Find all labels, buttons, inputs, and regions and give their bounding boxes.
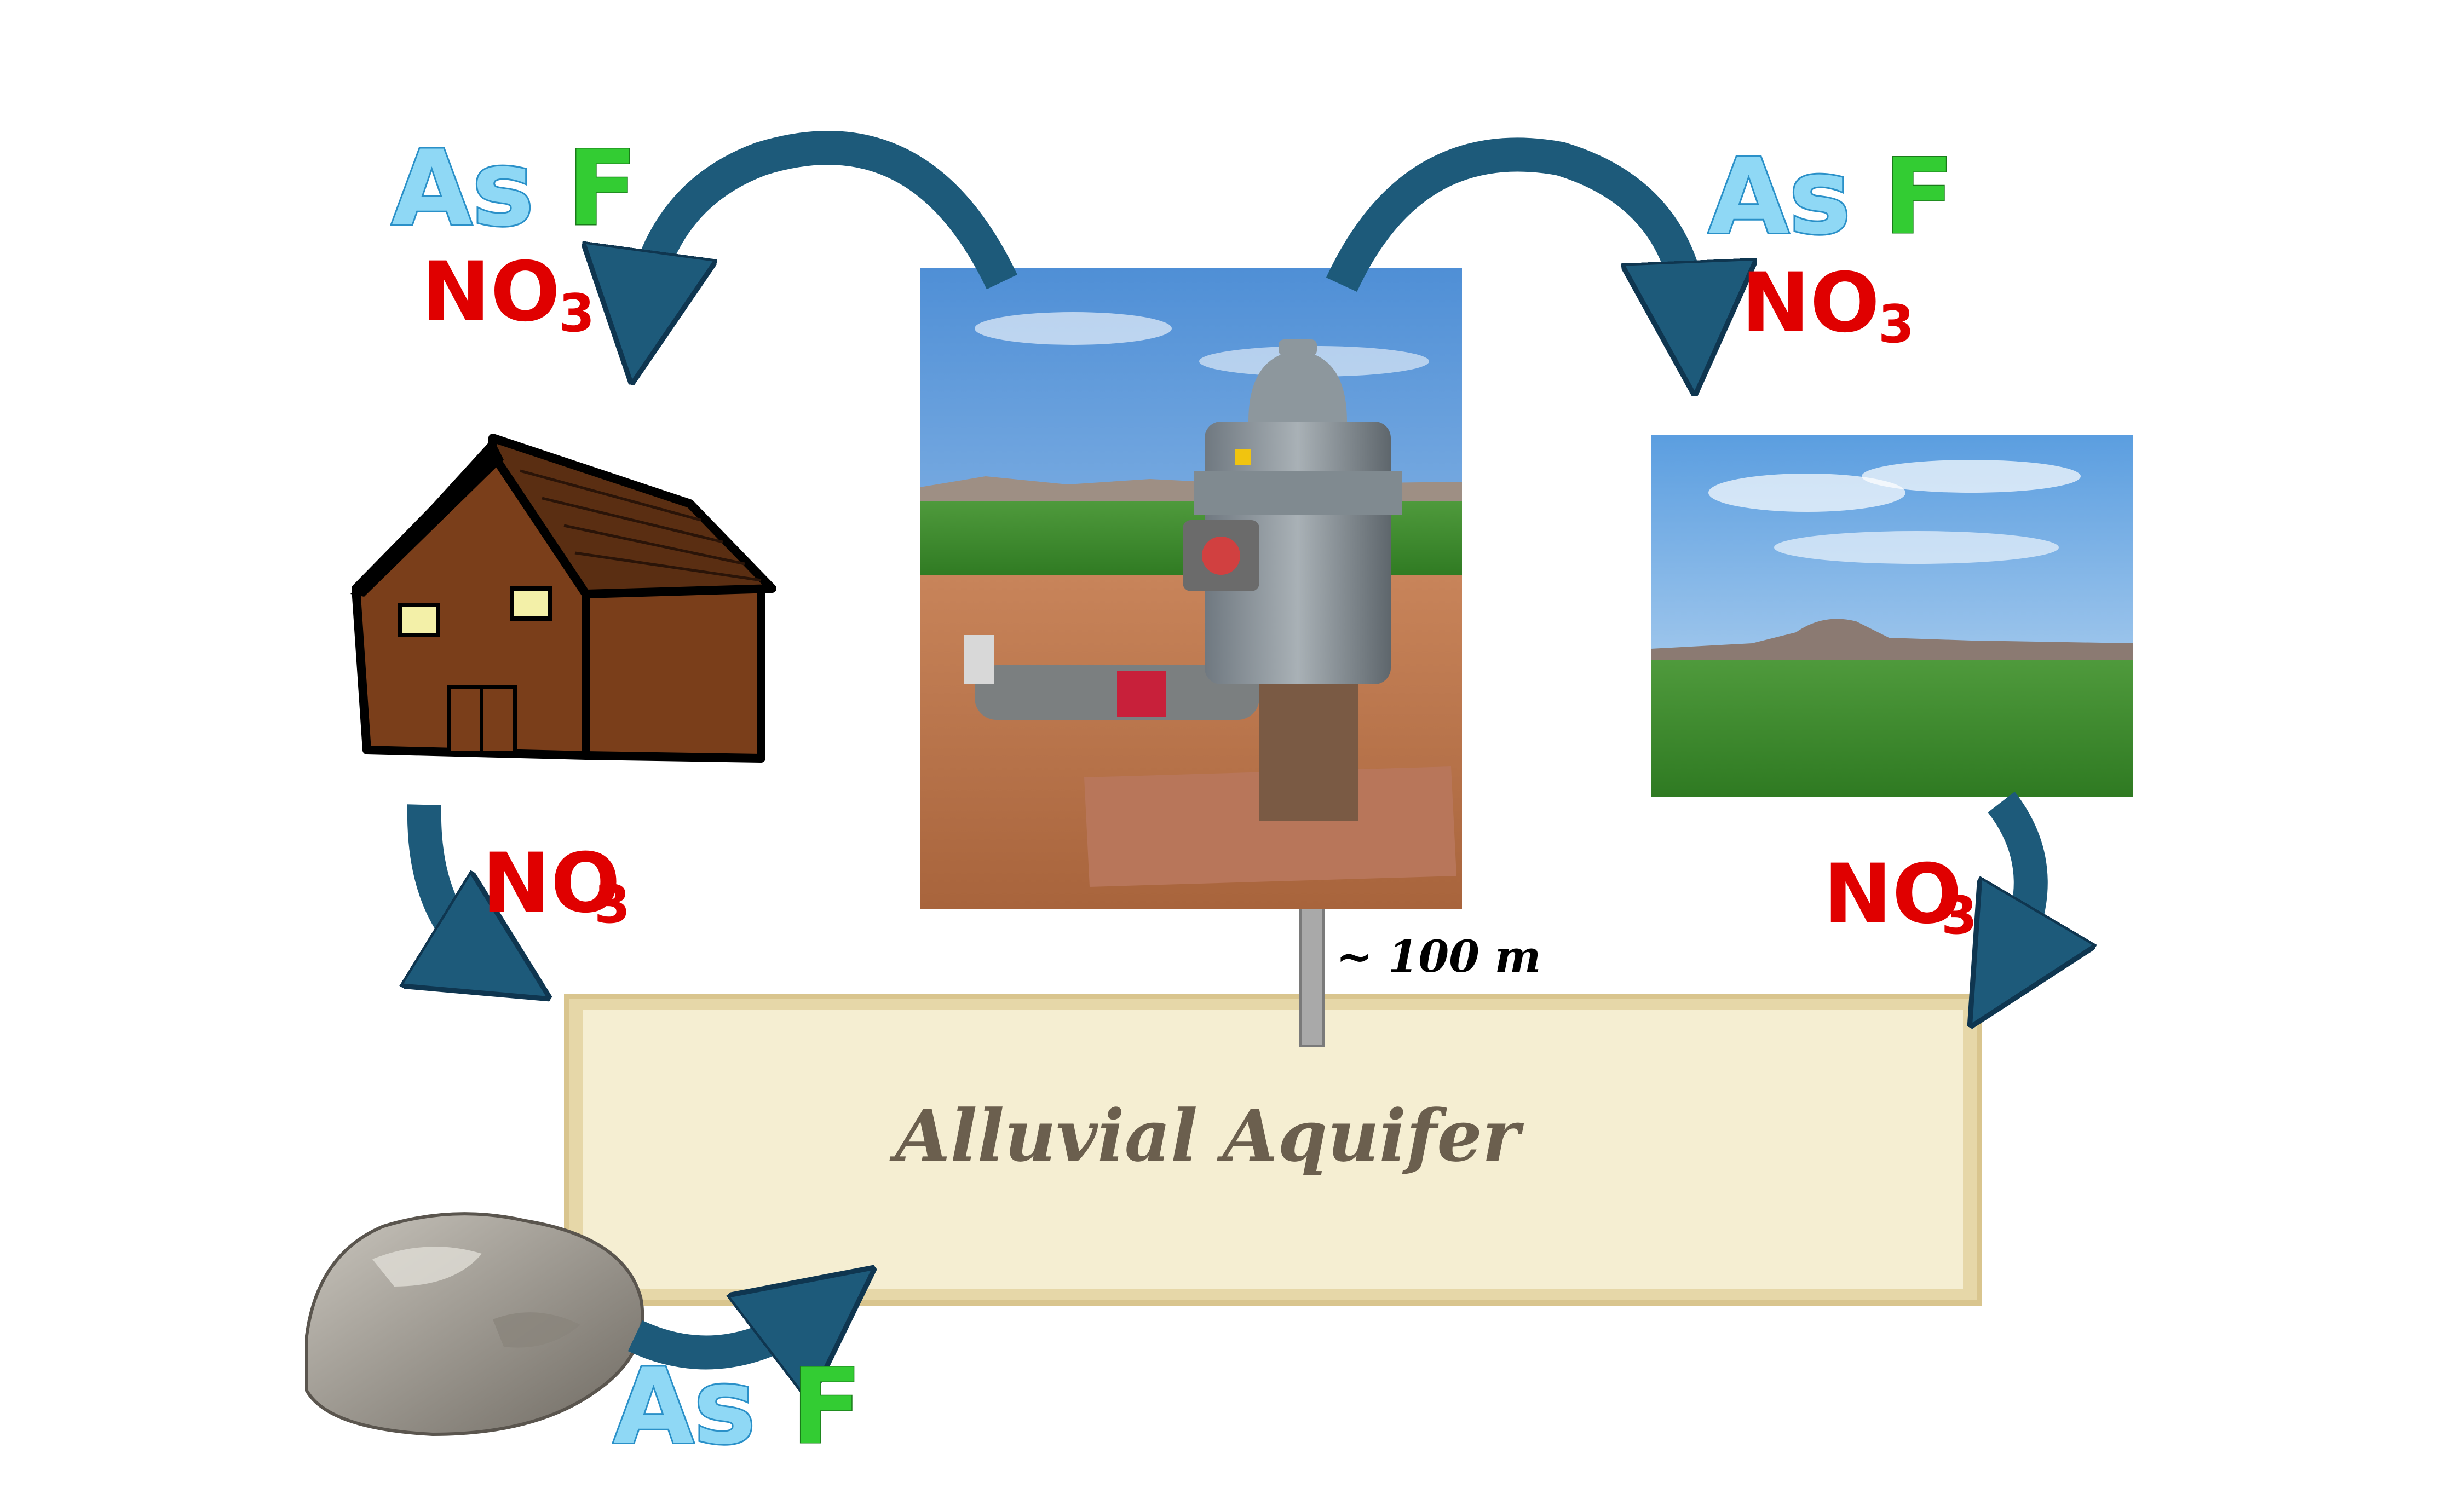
svg-text:3: 3 <box>1878 295 1914 355</box>
svg-text:NO: NO <box>422 245 560 340</box>
no3-label-mid-right: NO 3 <box>1823 847 1977 946</box>
svg-text:3: 3 <box>594 875 630 935</box>
arrow-field-to-aquifer <box>2001 791 2031 969</box>
rock-icon <box>305 1212 644 1437</box>
arrow-rock-to-aquifer <box>627 1308 821 1352</box>
svg-text:NO: NO <box>1823 847 1962 942</box>
arrows <box>424 131 2031 1352</box>
arrow-house-to-aquifer <box>424 804 493 964</box>
well-pump-photo <box>920 268 1462 909</box>
depth-label: ~ 100 m <box>1336 931 1541 982</box>
f-label-top-left: F <box>567 128 638 249</box>
svg-text:NO: NO <box>482 836 620 931</box>
svg-text:3: 3 <box>1941 886 1977 946</box>
no3-label-top-left: NO 3 <box>422 245 595 344</box>
f-label-top-right: F <box>1884 136 1955 257</box>
no3-label-mid-left: NO 3 <box>482 836 630 935</box>
arrow-pump-to-field <box>1326 137 1692 328</box>
house-icon <box>350 434 776 763</box>
aquifer-label: Alluvial Aquifer <box>889 1094 1524 1178</box>
svg-text:NO: NO <box>1741 256 1880 351</box>
no3-label-top-right: NO 3 <box>1741 256 1914 355</box>
svg-text:3: 3 <box>559 284 595 344</box>
f-label-bottom: F <box>791 1346 862 1467</box>
aquifer-box <box>564 994 1982 1306</box>
irrigated-field-photo <box>1651 435 2133 797</box>
as-label-top-left: As <box>392 128 534 249</box>
arrow-pump-to-house <box>641 131 1017 318</box>
as-label-bottom: As <box>613 1346 756 1467</box>
as-label-top-right: As <box>1708 136 1851 257</box>
